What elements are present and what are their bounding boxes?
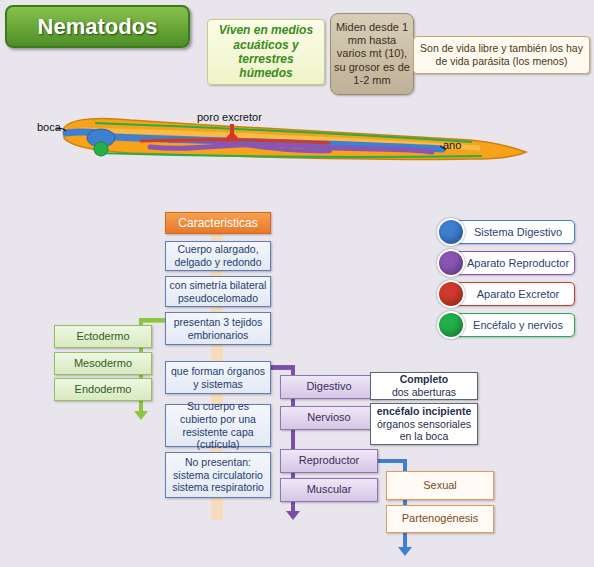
legend-box: Aparato Reproductor	[447, 251, 575, 275]
feature-box: con simetría bilateral pseudocelomado	[165, 276, 271, 307]
box-text: que forman órganos y sistemas	[169, 365, 267, 390]
system-box: Digestivo	[280, 375, 378, 399]
detail-box: Completodos aberturas	[370, 372, 478, 400]
tissue-box: Endodermo	[54, 378, 152, 401]
tissue-box: Ectodermo	[54, 325, 152, 348]
legend-text: Encéfalo y nervios	[473, 319, 563, 331]
title-banner: Nematodos	[5, 5, 190, 48]
legend-box: Aparato Excretor	[447, 282, 575, 306]
legend-item: Sistema Digestivo	[437, 218, 577, 246]
bracket-tail	[139, 401, 143, 412]
system-box: Nervioso	[280, 406, 378, 430]
legend-text: Aparato Reproductor	[467, 257, 569, 269]
worm-body	[64, 119, 526, 160]
box-text: Sexual	[423, 479, 457, 492]
bracket-tail	[291, 502, 295, 512]
arrow-head	[286, 511, 300, 520]
system-box: Reproductor	[280, 449, 378, 473]
lifestyle-box: Son de vida libre y también los hay de v…	[413, 36, 590, 74]
legend-swatch	[437, 280, 465, 308]
nerve-ring	[94, 142, 108, 156]
box-text: Viven en medios acuáticos y terrestres h…	[211, 23, 321, 81]
box-text: Digestivo	[306, 380, 351, 393]
legend-box: Sistema Digestivo	[447, 220, 575, 244]
legend-swatch	[437, 218, 465, 246]
box-text: Miden desde 1 mm hasta varios mt (10), s…	[334, 21, 410, 87]
box-text: Son de vida libre y también los hay de v…	[417, 42, 586, 67]
box-text: Caracteristicas	[178, 216, 257, 230]
feature-box: Cuerpo alargado, delgado y redondo	[165, 241, 271, 271]
detail-box: encéfalo incipienteórganos sensoriales e…	[370, 403, 478, 445]
legend-text: Sistema Digestivo	[474, 226, 562, 238]
box-text: Partenogénesis	[402, 512, 478, 525]
box-text: Muscular	[307, 483, 352, 496]
box-text: órganos sensoriales en la boca	[374, 418, 474, 443]
legend-box: Encéfalo y nervios	[447, 313, 575, 337]
bracket-tail	[403, 533, 407, 548]
system-box: Muscular	[280, 478, 378, 502]
box-text: Cuerpo alargado, delgado y redondo	[169, 243, 267, 268]
feature-box: presentan 3 tejidos embrionarios	[165, 312, 271, 345]
legend-item: Aparato Reproductor	[437, 249, 577, 277]
arrow-head	[398, 547, 412, 556]
arrow-head	[134, 411, 148, 420]
habitat-box: Viven en medios acuáticos y terrestres h…	[207, 19, 325, 85]
legend-text: Aparato Excretor	[477, 288, 560, 300]
part-label: ano	[443, 139, 461, 151]
tissue-box: Mesodermo	[54, 352, 152, 375]
box-text: Su cuerpo es cubierto por una resistente…	[169, 400, 267, 450]
box-text: Nervioso	[307, 411, 350, 424]
feature-box: Su cuerpo es cubierto por una resistente…	[165, 404, 271, 447]
feature-box: que forman órganos y sistemas	[165, 361, 271, 394]
feature-box: No presentan: sistema circulatorio siste…	[165, 452, 271, 498]
legend-swatch	[437, 249, 465, 277]
box-text: Reproductor	[299, 454, 360, 467]
legend-item: Encéfalo y nervios	[437, 311, 577, 339]
box-text: con simetría bilateral pseudocelomado	[169, 279, 267, 304]
box-text: encéfalo incipiente	[377, 405, 472, 418]
box-text: Mesodermo	[74, 357, 132, 370]
box-text: Ectodermo	[76, 330, 129, 343]
reproduction-box: Sexual	[386, 471, 494, 500]
nerve-cord	[95, 123, 472, 142]
excretory-duct	[226, 124, 238, 141]
box-text: Completo	[400, 373, 448, 386]
reproduction-box: Partenogénesis	[386, 505, 494, 533]
part-label: poro excretor	[197, 111, 262, 123]
box-text: dos aberturas	[392, 386, 456, 399]
legend-item: Aparato Excretor	[437, 280, 577, 308]
box-text: No presentan: sistema circulatorio siste…	[169, 456, 267, 494]
legend-swatch	[437, 311, 465, 339]
header-box: Caracteristicas	[165, 212, 271, 234]
part-label: boca	[37, 121, 61, 133]
box-text: Endodermo	[75, 383, 132, 396]
nerve-cord	[95, 153, 482, 157]
size-box: Miden desde 1 mm hasta varios mt (10), s…	[330, 13, 414, 95]
box-text: presentan 3 tejidos embrionarios	[169, 316, 267, 341]
